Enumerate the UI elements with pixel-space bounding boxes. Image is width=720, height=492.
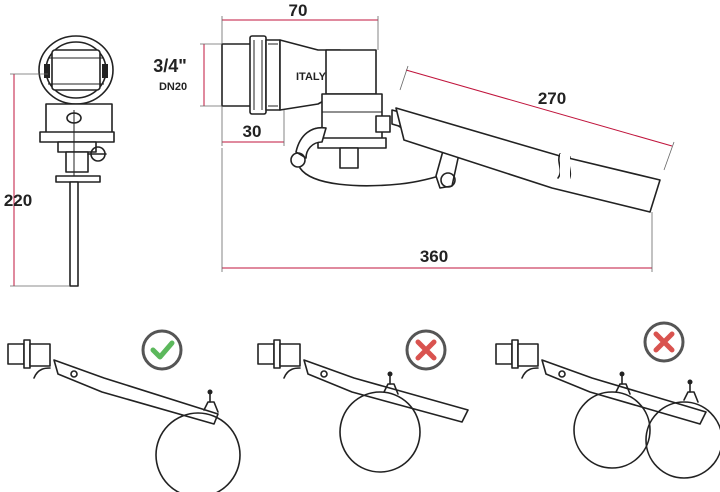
length-30-label: 30 [243,122,262,141]
check-icon [150,340,175,360]
installation-example-correct [7,329,241,492]
valve-body-label: ITALY [296,71,327,83]
thread-size-label: 3/4" [153,56,187,76]
cross-icon [653,331,675,353]
total-360-label: 360 [420,247,448,266]
check-badge [141,329,183,371]
thread-dn-label: DN20 [159,81,187,93]
arm-270-label: 270 [538,89,566,108]
width-70-label: 70 [289,1,308,20]
installation-example-incorrect-1 [257,329,469,473]
front-view: 220 [4,35,115,287]
cross-icon [415,339,437,361]
installation-example-incorrect-2 [495,321,720,479]
side-view: ITALY 70 3/4" DN20 [153,1,675,272]
height-220-label: 220 [4,191,32,210]
